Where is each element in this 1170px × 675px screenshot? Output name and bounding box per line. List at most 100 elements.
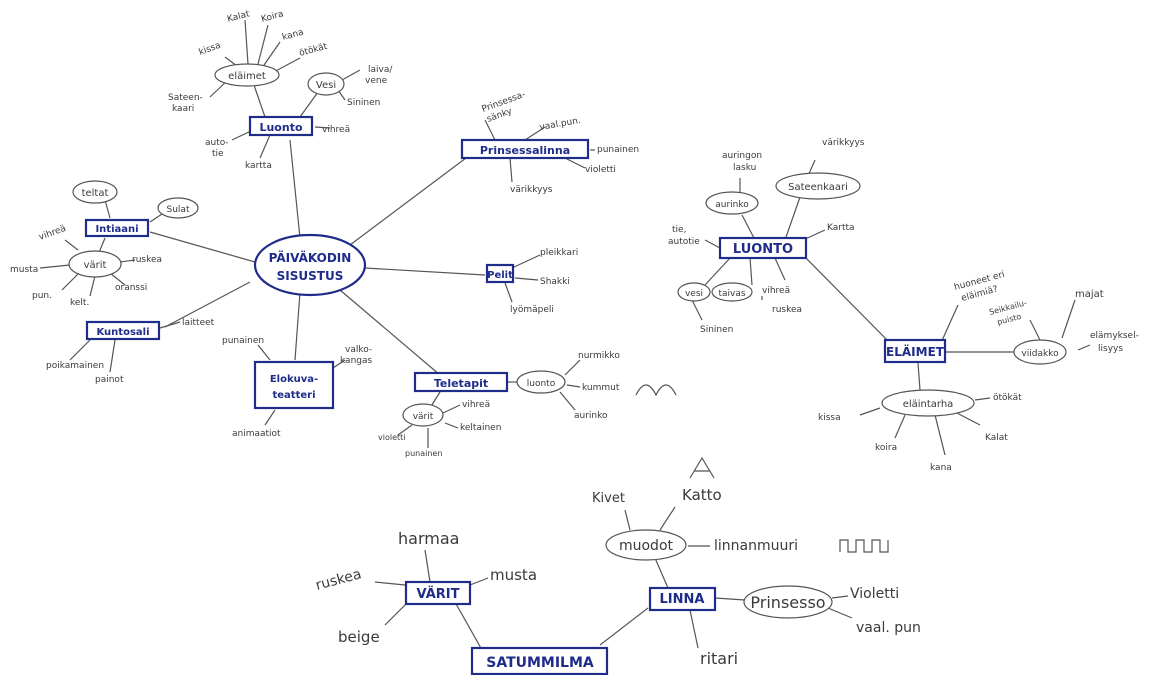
map3-ritari-label: ritari (700, 649, 738, 668)
map1-pun-label: pun. (32, 291, 52, 301)
map1-nurmikko-label: nurmikko (578, 351, 620, 361)
map2-sateenkaari-label: Sateenkaari (788, 182, 848, 193)
map1-otokat-label: ötökät (298, 42, 329, 59)
map3-prinsesso-label: Prinsesso (750, 593, 825, 612)
map1-shapes (68, 63, 590, 427)
map2-texts: LUONTO auringon lasku aurinko Sateenkaar… (668, 138, 1139, 473)
map1-musta-label: musta (10, 265, 38, 275)
map3-beige-label: beige (338, 628, 380, 646)
map1-violetti-label: violetti (585, 165, 616, 175)
map1-kana-label: kana (281, 28, 305, 43)
map2-viidakko-label: viidakko (1021, 349, 1059, 359)
map2-kartta-label: Kartta (827, 223, 855, 233)
map1-sininen-label: Sininen (347, 98, 380, 108)
map2-kana-label: kana (930, 463, 952, 473)
map2-lines (691, 159, 1091, 456)
map1-kummut-label: kummut (582, 383, 620, 393)
map1-punainen2-label: punainen (222, 336, 264, 346)
map1-vihrea3-label: vihreä (462, 400, 490, 410)
map2-varikkyys-label: värikkyys (822, 138, 865, 148)
map1-vihrea2-label: vihreä (38, 224, 68, 243)
map1-poikamainen-label: poikamainen (46, 361, 104, 371)
map1-animaatiot-label: animaatiot (232, 429, 281, 439)
map1-vesi-label: Vesi (316, 80, 336, 91)
map2-kalat-label: Kalat (985, 433, 1008, 443)
map1-aurinko-label: aurinko (574, 411, 608, 421)
map2-vesi-label: vesi (685, 289, 703, 299)
map3-muodot-label: muodot (619, 538, 674, 554)
map1-varikkyys-label: värikkyys (510, 185, 553, 195)
map3-linnanmuuri-label: linnanmuuri (714, 538, 798, 554)
map1-laitteet-label: laitteet (182, 318, 215, 328)
map3-lines (374, 456, 889, 651)
map2-taivas-label: taivas (718, 289, 745, 299)
map1-center-line2: SISUSTUS (277, 269, 344, 283)
map3-shapes (404, 529, 833, 675)
map2-elamyksellisyys-line1: elämyksel- (1090, 331, 1139, 341)
map1-teltat-label: teltat (82, 188, 109, 199)
map3-katto-label: Katto (682, 486, 722, 504)
map1-vihrea-label: vihreä (322, 125, 350, 135)
wall-drawing (839, 539, 889, 553)
map1-autotie-line1: auto- (205, 138, 229, 148)
map1-texts: PÄIVÄKODIN SISUSTUS Luonto eläimet kissa… (10, 9, 677, 458)
map1-laiva-line1: laiva/ (368, 65, 393, 75)
map3-kivet-label: Kivet (592, 491, 625, 506)
map1-kartta-label: kartta (245, 161, 272, 171)
map1-koira-label: Koira (260, 9, 285, 25)
map1-elaimet-label: eläimet (228, 71, 266, 82)
map1-pleikkari-label: pleikkari (540, 248, 578, 258)
map2-elaintarha-label: eläintarha (903, 399, 954, 410)
map2-luonto-label: LUONTO (733, 242, 793, 257)
map1-autotie-line2: tie (212, 149, 224, 159)
map2-aurinko-label: aurinko (715, 200, 749, 210)
map2-kissa-label: kissa (818, 413, 841, 423)
map3-linna-label: LINNA (660, 592, 705, 607)
map3-vaalpun-label: vaal. pun (856, 620, 921, 636)
map1-keltainen-label: keltainen (460, 423, 501, 433)
map1-violetti2-label: violetti (378, 433, 406, 442)
map2-elaimet-label: ELÄIMET (886, 344, 945, 359)
hills-drawing (635, 384, 677, 397)
map1-valkokangas-line1: valko- (345, 345, 372, 355)
map2-vihrea-label: vihreä (762, 286, 790, 296)
map2-elamyksellisyys-line2: lisyys (1098, 344, 1123, 354)
map1-luonto-oval-label: luonto (527, 379, 556, 389)
map1-sulat-label: Sulat (167, 205, 190, 215)
map1-lyomapeli-label: lyömäpeli (510, 305, 554, 315)
map1-laiva-line2: vene (365, 76, 388, 86)
map1-kuntosali-label: Kuntosali (96, 327, 149, 338)
map1-sateenkaari-line2: kaari (172, 104, 194, 114)
map1-valkokangas-line2: kangas (340, 356, 373, 366)
map3-violetti-label: Violetti (850, 586, 899, 602)
map3-varit-label: VÄRIT (417, 586, 460, 602)
map2-auringonlasku-line2: lasku (733, 163, 756, 173)
map2-ruskea-label: ruskea (772, 305, 802, 315)
map1-elokuva-line2: teatteri (272, 390, 315, 401)
map3-musta-label: musta (490, 566, 537, 584)
map1-vaalpun-label: vaal.pun. (539, 116, 582, 133)
map1-punainen3-label: punainen (405, 449, 442, 458)
map1-sateenkaari-line1: Sateen- (168, 93, 203, 103)
map1-varit2-label: värit (413, 412, 434, 422)
map2-majat-label: majat (1075, 289, 1104, 300)
map1-teletapit-label: Teletapit (434, 377, 488, 390)
map2-tieautotie-line2: autotie (668, 237, 700, 247)
map1-lines (39, 19, 595, 448)
map1-oranssi-label: oranssi (115, 283, 147, 293)
map1-center-line1: PÄIVÄKODIN (269, 250, 352, 265)
map1-luonto-label: Luonto (259, 121, 302, 134)
map1-varit-label: värit (84, 260, 107, 271)
map3-texts: SATUMMILMA VÄRIT harmaa ruskea musta bei… (314, 486, 921, 671)
roof-drawing (689, 456, 715, 479)
map1-elokuva-line1: Elokuva- (270, 374, 318, 385)
map1-painot-label: painot (95, 375, 124, 385)
map1-ruskea-label: ruskea (132, 255, 162, 265)
map1-shakki-label: Shakki (540, 277, 570, 287)
map1-kelt-label: kelt. (70, 298, 89, 308)
map1-pelit-label: Pelit (487, 270, 513, 281)
map1-kalat-label: Kalat (226, 9, 251, 25)
map2-sininen-label: Sininen (700, 325, 733, 335)
